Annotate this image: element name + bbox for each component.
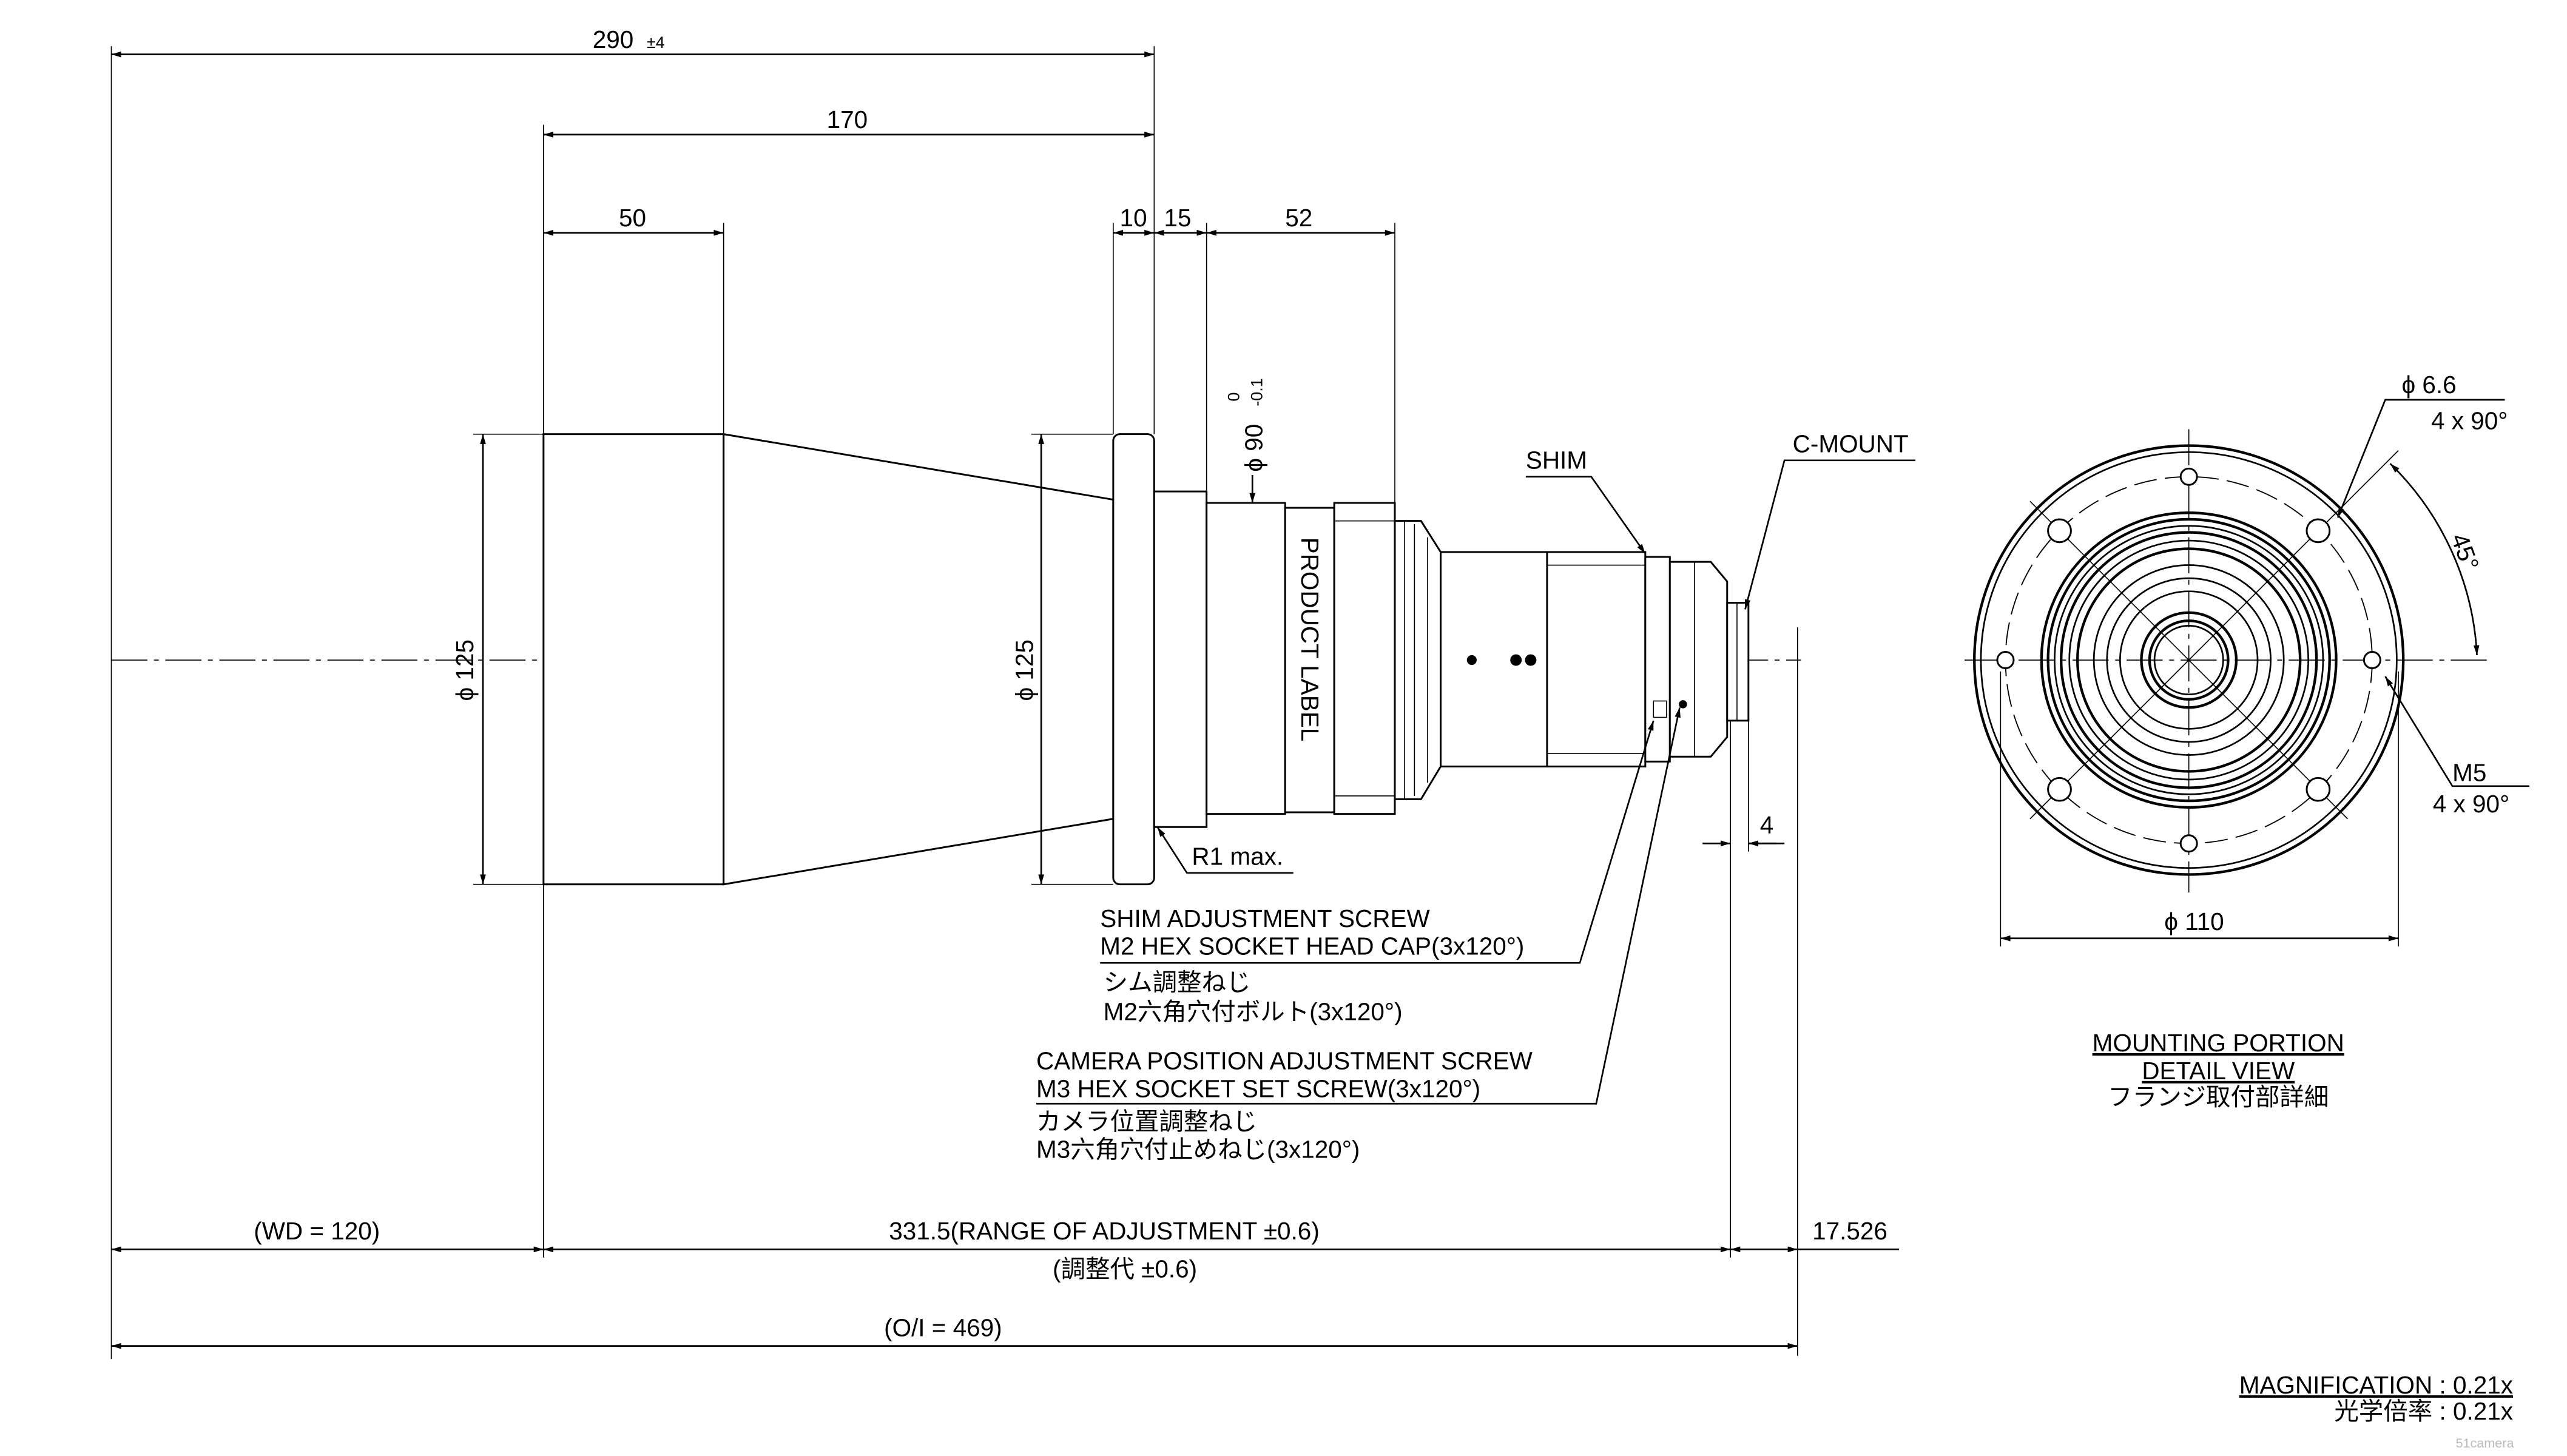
dim-diameter-125-flange: ϕ 125	[1011, 639, 1039, 701]
dim-52: 52	[1285, 204, 1312, 232]
magnification-en: MAGNIFICATION : 0.21x	[2239, 1371, 2513, 1399]
thread-hole-icon	[1996, 651, 2015, 669]
detail-title-1: MOUNTING PORTION	[2093, 1029, 2344, 1057]
dimension-lines	[111, 51, 1916, 1349]
screw-hole-icon	[1679, 700, 1687, 709]
shim-screw-line-3: シム調整ねじ	[1104, 968, 1251, 996]
dim-overall-tolerance: ±4	[647, 33, 665, 52]
hole-icon	[2306, 518, 2331, 544]
thread-size: M5	[2452, 759, 2486, 787]
dim-90-tol-upper: 0	[1225, 393, 1243, 402]
magnification-note: MAGNIFICATION : 0.21x 光学倍率 : 0.21x	[2239, 1371, 2513, 1425]
extension-lines	[110, 46, 1798, 1360]
dim-diameter-125-front: ϕ 125	[451, 639, 479, 701]
hole-count: 4 x 90°	[2431, 407, 2508, 435]
dim-range-jp: (調整代 ±0.6)	[1053, 1255, 1197, 1282]
dim-4: 4	[1760, 811, 1774, 839]
hole-icon	[2047, 518, 2072, 544]
camera-screw-line-3: カメラ位置調整ねじ	[1036, 1107, 1257, 1135]
watermark: 51camera	[2456, 1435, 2514, 1451]
thread-count: 4 x 90°	[2433, 790, 2509, 818]
thread-hole-icon	[2179, 467, 2198, 486]
flange-diameter: ϕ 110	[2164, 908, 2224, 935]
lens-side-view: PRODUCT LABEL	[542, 433, 1750, 886]
screw-hole-icon	[1510, 654, 1522, 666]
camera-screw-line-2: M3 HEX SOCKET SET SCREW(3x120°)	[1036, 1074, 1480, 1102]
shim-label: SHIM	[1526, 446, 1587, 474]
dimension-texts: 290 ±4 170 50 10 15 52 ϕ 90 0 -0.1 ϕ 125…	[254, 25, 1887, 1342]
dim-flange-back: 17.526	[1812, 1217, 1887, 1245]
mounting-detail-view: ϕ 6.6 4 x 90° 45° M5 4 x 90° ϕ 110 MOUNT…	[1965, 371, 2529, 1111]
dim-90-tol-lower: -0.1	[1247, 378, 1266, 406]
dim-range-of-adjustment: 331.5(RANGE OF ADJUSTMENT ±0.6)	[889, 1217, 1320, 1245]
hole-icon	[2306, 777, 2331, 802]
camera-screw-line-4: M3六角穴付止めねじ(3x120°)	[1036, 1135, 1360, 1163]
callouts: SHIM C-MOUNT SHIM ADJUSTMENT SCREW M2 HE…	[1036, 430, 1909, 1163]
thread-hole-icon	[2179, 834, 2198, 853]
c-mount-label: C-MOUNT	[1793, 430, 1909, 457]
hole-diameter: ϕ 6.6	[2401, 371, 2456, 399]
dim-working-distance: (WD = 120)	[254, 1217, 380, 1245]
dim-diameter-90: ϕ 90	[1240, 424, 1267, 472]
magnification-jp: 光学倍率 : 0.21x	[2334, 1397, 2513, 1425]
detail-title-jp: フランジ取付部詳細	[2108, 1083, 2329, 1111]
dim-15: 15	[1164, 204, 1192, 232]
screw-hole-icon	[1525, 654, 1537, 666]
thread-hole-icon	[2363, 651, 2381, 669]
mounting-holes	[1996, 467, 2381, 853]
shim-screw-line-4: M2六角穴付ボルト(3x120°)	[1104, 998, 1403, 1026]
shim-screw-line-2: M2 HEX SOCKET HEAD CAP(3x120°)	[1100, 932, 1524, 960]
camera-screw-line-1: CAMERA POSITION ADJUSTMENT SCREW	[1036, 1047, 1533, 1075]
screw-hole-icon	[1466, 655, 1477, 666]
hole-icon	[2047, 777, 2072, 802]
dim-object-to-image: (O/I = 469)	[884, 1313, 1002, 1341]
shim-screw-line-1: SHIM ADJUSTMENT SCREW	[1100, 905, 1430, 932]
detail-title-2: DETAIL VIEW	[2142, 1057, 2295, 1085]
product-label-text: PRODUCT LABEL	[1296, 538, 1324, 742]
dim-170: 170	[827, 106, 868, 133]
angle-45: 45°	[2446, 530, 2484, 574]
dim-r1-max: R1 max.	[1192, 842, 1283, 870]
dim-overall-length: 290	[593, 25, 634, 53]
dim-50: 50	[619, 204, 646, 232]
dim-10: 10	[1120, 204, 1147, 232]
